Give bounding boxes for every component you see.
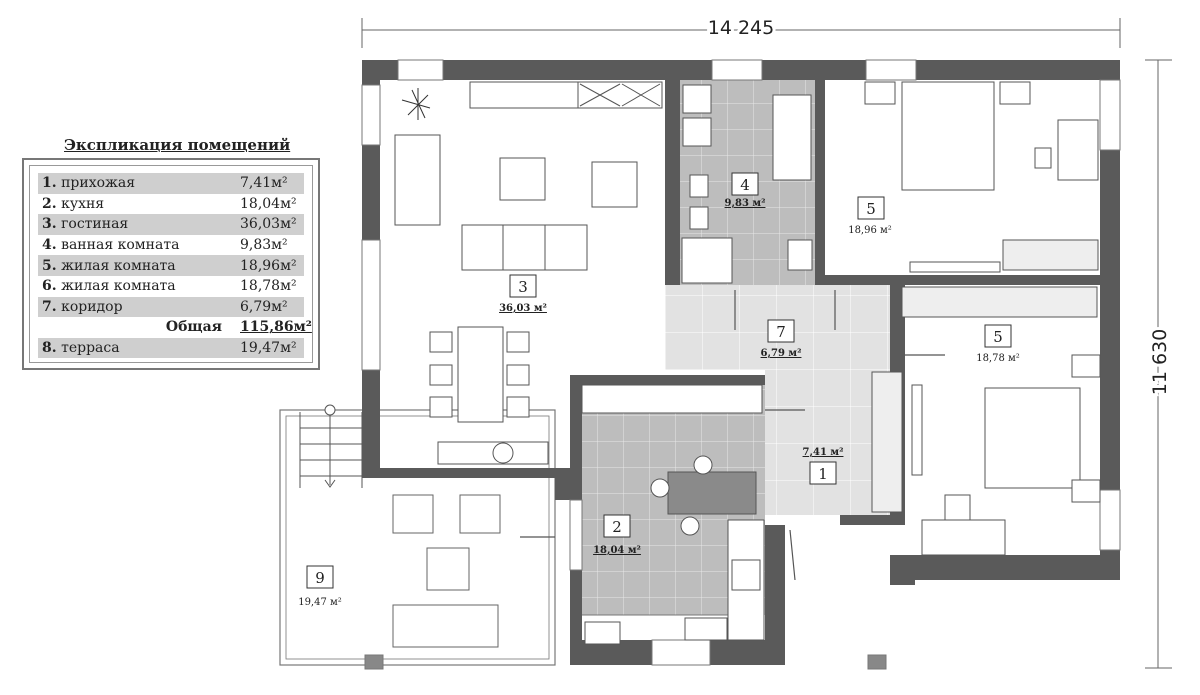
svg-text:18,78 м²: 18,78 м²: [976, 353, 1020, 364]
room-label-5b: 5 18,78 м²: [976, 324, 1020, 364]
plant-icon: [401, 88, 431, 120]
legend-title: Экспликация помещений: [64, 136, 291, 154]
dimension-height: 11 630: [1149, 329, 1171, 395]
room-label-7: 7 6,79 м²: [761, 319, 802, 359]
room-label-9: 9 19,47 м²: [298, 565, 342, 608]
svg-text:5: 5: [866, 200, 876, 218]
room-label-5a: 5 18,96 м²: [848, 196, 892, 236]
doors: [520, 290, 945, 581]
svg-text:4: 4: [740, 176, 750, 194]
furniture: [394, 81, 1101, 645]
room-label-4: 4 9,83 м²: [725, 172, 766, 209]
dimension-width: 14 245: [708, 17, 774, 39]
svg-text:18,04 м²: 18,04 м²: [593, 545, 641, 556]
svg-text:5: 5: [993, 328, 1003, 346]
dimension-lines: [361, 18, 1172, 669]
windows: [361, 59, 1121, 670]
entry-floor: [765, 370, 890, 515]
stairs-icon: [299, 404, 363, 488]
svg-text:7,41 м²: 7,41 м²: [803, 447, 844, 458]
svg-text:19,47 м²: 19,47 м²: [298, 597, 342, 608]
svg-text:9,83 м²: 9,83 м²: [725, 198, 766, 209]
svg-text:18,96 м²: 18,96 м²: [848, 225, 892, 236]
room-label-3: 3 36,03 м²: [499, 274, 547, 314]
svg-text:6,79 м²: 6,79 м²: [761, 348, 802, 359]
svg-text:1: 1: [818, 465, 828, 483]
svg-text:3: 3: [518, 278, 528, 296]
svg-text:7: 7: [776, 323, 786, 341]
room-label-2: 2 18,04 м²: [593, 514, 641, 556]
room-label-1: 1 7,41 м²: [803, 447, 844, 485]
svg-text:36,03 м²: 36,03 м²: [499, 303, 547, 314]
svg-text:2: 2: [612, 518, 622, 536]
svg-text:9: 9: [315, 569, 325, 587]
